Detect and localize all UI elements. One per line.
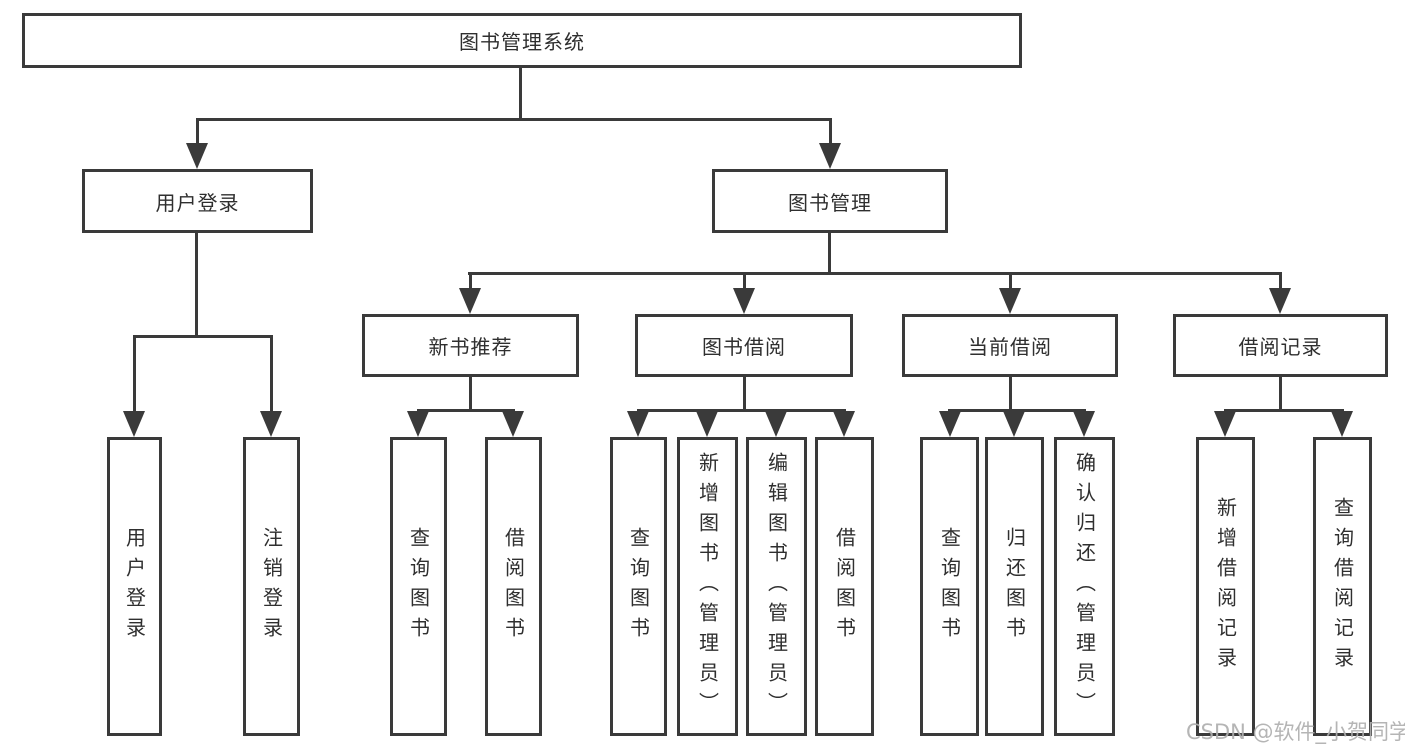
leaf-confirm-return-admin-label: 确认归还（管理员）	[1072, 451, 1097, 722]
node-current-borrowing-label: 当前借阅	[968, 335, 1052, 359]
node-new-book-recommend-label: 新书推荐	[428, 335, 513, 359]
node-user-login-label: 用户登录	[155, 190, 240, 215]
leaf-query-book-recommend: 查询图书	[390, 437, 447, 736]
connector-new-book-vertical	[469, 377, 472, 409]
leaf-logout-label: 注销登录	[259, 526, 284, 647]
arrow-down-icon	[1214, 411, 1236, 437]
arrow-down-icon	[765, 411, 787, 437]
leaf-edit-book-admin: 编辑图书（管理员）	[746, 437, 807, 736]
leaf-add-borrow-record: 新增借阅记录	[1196, 437, 1255, 736]
connector-user-leaves-horizontal	[133, 335, 273, 338]
arrow-down-icon	[1003, 411, 1025, 437]
connector-borrowing-horizontal	[637, 409, 846, 412]
leaf-query-book-borrowing: 查询图书	[610, 437, 667, 736]
arrow-down-icon	[819, 143, 841, 169]
arrow-down-icon	[407, 411, 429, 437]
leaf-return-book: 归还图书	[985, 437, 1044, 736]
connector-current-horizontal	[948, 409, 1086, 412]
leaf-query-book-current-label: 查询图书	[937, 526, 962, 647]
node-new-book-recommend: 新书推荐	[362, 314, 579, 377]
connector-level3-shaft	[743, 272, 746, 289]
node-book-management: 图书管理	[712, 169, 948, 233]
leaf-add-borrow-record-label: 新增借阅记录	[1213, 496, 1238, 677]
connector-book-management-vertical	[828, 233, 831, 272]
connector-leaf-shaft	[270, 335, 273, 411]
connector-level3-shaft	[1009, 272, 1012, 289]
connector-leaf-shaft	[133, 335, 136, 411]
node-borrow-records-label: 借阅记录	[1238, 335, 1323, 359]
connector-level3-shaft	[1279, 272, 1282, 289]
leaf-return-book-label: 归还图书	[1002, 526, 1027, 647]
arrow-down-icon	[459, 288, 481, 314]
node-library-management-system-label: 图书管理系统	[459, 30, 585, 54]
arrow-down-icon	[1331, 411, 1353, 437]
leaf-edit-book-admin-label: 编辑图书（管理员）	[764, 451, 789, 722]
arrow-down-icon	[1269, 288, 1291, 314]
node-user-login: 用户登录	[82, 169, 313, 233]
leaf-query-book-borrowing-label: 查询图书	[626, 526, 651, 647]
connector-records-horizontal	[1224, 409, 1344, 412]
csdn-watermark: CSDN @软件_小贺同学	[1186, 720, 1405, 744]
leaf-query-book-recommend-label: 查询图书	[406, 526, 431, 647]
connector-book-management-shaft	[829, 118, 832, 144]
arrow-down-icon	[1073, 411, 1095, 437]
arrow-down-icon	[186, 143, 208, 169]
leaf-user-login: 用户登录	[107, 437, 162, 736]
arrow-down-icon	[123, 411, 145, 437]
connector-current-vertical	[1009, 377, 1012, 409]
node-book-management-label: 图书管理	[788, 190, 872, 215]
arrow-down-icon	[733, 288, 755, 314]
leaf-user-login-label: 用户登录	[122, 526, 147, 647]
arrow-down-icon	[939, 411, 961, 437]
connector-level3-horizontal	[468, 272, 1282, 275]
arrow-down-icon	[696, 411, 718, 437]
arrow-down-icon	[833, 411, 855, 437]
leaf-query-borrow-record: 查询借阅记录	[1313, 437, 1372, 736]
node-book-borrowing: 图书借阅	[635, 314, 853, 377]
leaf-logout: 注销登录	[243, 437, 300, 736]
leaf-borrow-book: 借阅图书	[815, 437, 874, 736]
node-book-borrowing-label: 图书借阅	[702, 335, 786, 359]
leaf-borrow-book-recommend: 借阅图书	[485, 437, 542, 736]
node-current-borrowing: 当前借阅	[902, 314, 1118, 377]
connector-user-login-shaft	[196, 118, 199, 144]
leaf-borrow-book-recommend-label: 借阅图书	[501, 526, 526, 647]
connector-new-book-horizontal	[417, 409, 515, 412]
node-borrow-records: 借阅记录	[1173, 314, 1388, 377]
connector-root-vertical	[519, 68, 522, 118]
connector-level2-horizontal	[196, 118, 832, 121]
leaf-borrow-book-label: 借阅图书	[832, 526, 857, 647]
leaf-add-book-admin: 新增图书（管理员）	[677, 437, 738, 736]
node-library-management-system: 图书管理系统	[22, 13, 1022, 68]
leaf-add-book-admin-label: 新增图书（管理员）	[695, 451, 720, 722]
arrow-down-icon	[502, 411, 524, 437]
connector-level3-shaft	[469, 272, 472, 289]
arrow-down-icon	[999, 288, 1021, 314]
leaf-confirm-return-admin: 确认归还（管理员）	[1054, 437, 1115, 736]
arrow-down-icon	[260, 411, 282, 437]
leaf-query-book-current: 查询图书	[920, 437, 979, 736]
connector-user-login-vertical	[195, 233, 198, 335]
connector-borrowing-vertical	[743, 377, 746, 409]
connector-records-vertical	[1279, 377, 1282, 409]
arrow-down-icon	[627, 411, 649, 437]
leaf-query-borrow-record-label: 查询借阅记录	[1330, 496, 1355, 677]
